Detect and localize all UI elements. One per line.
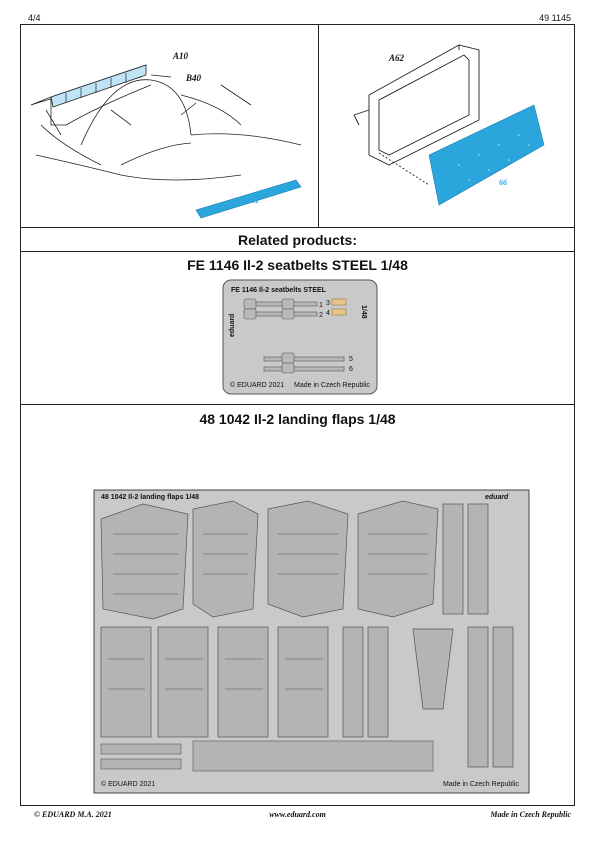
part-label-b40: B40 — [185, 73, 202, 83]
assembly-diagram-right: A62 66 — [319, 25, 574, 228]
fret-brand: eduard — [485, 494, 509, 501]
fret-number-4: 4 — [326, 310, 330, 317]
cockpit-glare-shield-drawing: A10 B40 61 — [30, 51, 302, 219]
product-flaps-title: 48 1042 Il-2 landing flaps 1/48 — [199, 411, 396, 427]
fret-number-2: 2 — [319, 312, 323, 319]
fret-copyright: © EDUARD 2021 — [101, 780, 155, 788]
fret-title: 48 1042 Il-2 landing flaps 1/48 — [101, 494, 199, 501]
landing-flaps-fret-image: 48 1042 Il-2 landing flaps 1/48 eduard — [93, 489, 530, 794]
pe-part-number-61: 61 — [251, 196, 259, 205]
page-number: 4/4 — [28, 13, 41, 23]
fret-title: FE 1146 Il-2 seatbelts STEEL — [231, 287, 327, 294]
part-label-a10: A10 — [172, 51, 189, 61]
product-seatbelts-section: FE 1146 Il-2 seatbelts STEEL 1/48 FE 114… — [21, 252, 574, 405]
fret-number-5: 5 — [349, 356, 353, 363]
related-products-band: Related products: — [21, 228, 574, 252]
assembly-diagram-left: A10 B40 61 — [21, 25, 319, 228]
part-label-a62: A62 — [388, 53, 405, 63]
footer-website[interactable]: www.eduard.com — [269, 810, 326, 819]
seatbelts-fret-image: FE 1146 Il-2 seatbelts STEEL 1/48 eduard… — [222, 279, 378, 395]
footer-made-in: Made in Czech Republic — [490, 810, 571, 819]
product-seatbelts-title: FE 1146 Il-2 seatbelts STEEL 1/48 — [187, 257, 408, 273]
related-products-title: Related products: — [237, 232, 357, 248]
frame-panel-drawing: A62 66 — [353, 44, 545, 206]
fret-number-3: 3 — [326, 300, 330, 307]
footer-copyright: © EDUARD M.A. 2021 — [34, 810, 112, 819]
fret-number-6: 6 — [349, 366, 353, 373]
fret-scale: 1/48 — [360, 305, 367, 319]
fret-copyright: © EDUARD 2021 — [230, 381, 284, 389]
pe-part-number-66: 66 — [499, 178, 507, 187]
fret-number-1: 1 — [319, 302, 323, 309]
product-flaps-section: 48 1042 Il-2 landing flaps 1/48 48 1042 … — [21, 405, 574, 805]
fret-brand: eduard — [229, 314, 236, 337]
fret-made-in: Made in Czech Republic — [294, 382, 370, 389]
instruction-code: 49 1145 — [539, 13, 571, 23]
fret-made-in: Made in Czech Republic — [443, 781, 519, 788]
page-frame: A10 B40 61 A62 66 — [20, 24, 575, 806]
